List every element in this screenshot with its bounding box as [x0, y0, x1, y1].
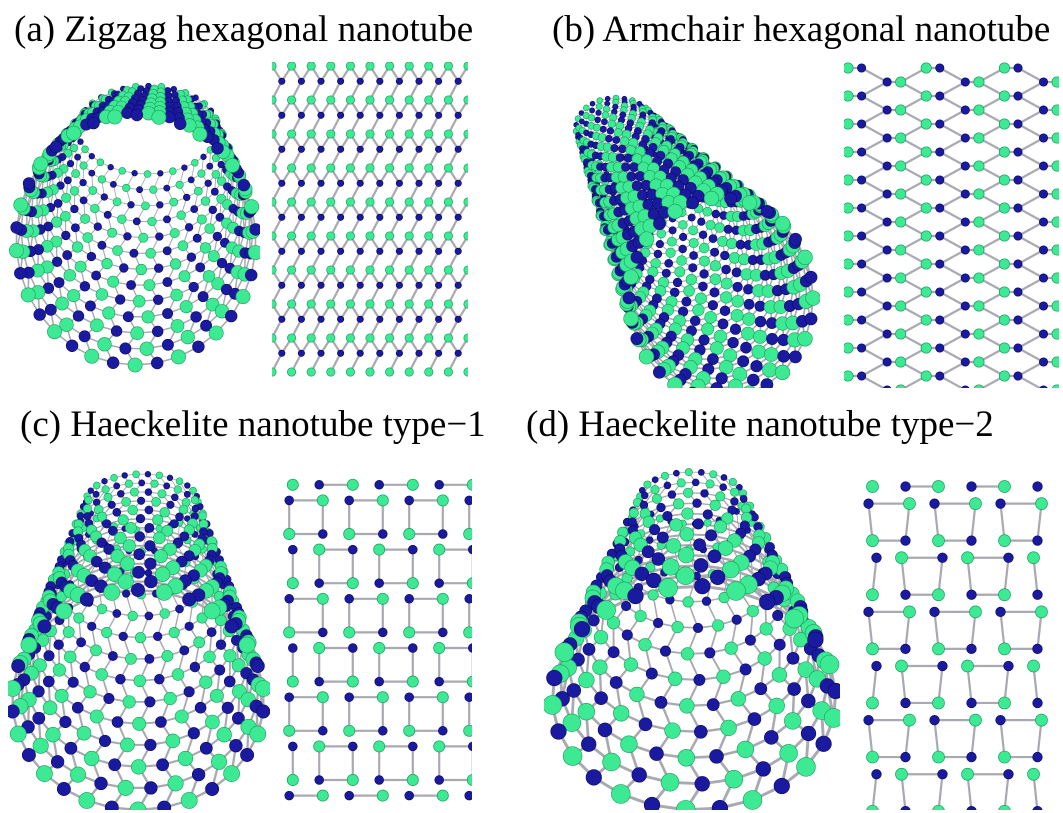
atom-layer	[8, 82, 260, 373]
atom-layer	[544, 468, 840, 810]
haeckelite-type2-side-view	[863, 480, 1048, 810]
panel-b-title: (b) Armchair hexagonal nanotube	[552, 9, 1051, 50]
panel-d-title: (d) Haeckelite nanotube type−2	[526, 404, 994, 445]
zigzag-nanotube-3d-view	[8, 82, 260, 373]
atom-layer	[272, 62, 468, 377]
panel-a-title: (a) Zigzag hexagonal nanotube	[14, 9, 474, 50]
bond-network	[846, 66, 1059, 388]
atom-layer	[863, 480, 1048, 810]
panel-c-title: (c) Haeckelite nanotube type−1	[20, 404, 486, 445]
atom-layer	[844, 62, 1059, 388]
armchair-nanotube-3d-view	[572, 94, 820, 388]
bond-network	[867, 485, 1043, 810]
haeckelite-type2-3d-view	[544, 468, 840, 810]
haeckelite-type1-3d-view	[8, 470, 270, 810]
atom-layer	[572, 94, 820, 388]
atom-layer	[8, 470, 270, 810]
atom-layer	[283, 478, 472, 802]
zigzag-nanotube-side-view	[272, 62, 468, 377]
armchair-nanotube-side-view	[844, 62, 1059, 388]
haeckelite-type1-side-view	[283, 478, 472, 802]
